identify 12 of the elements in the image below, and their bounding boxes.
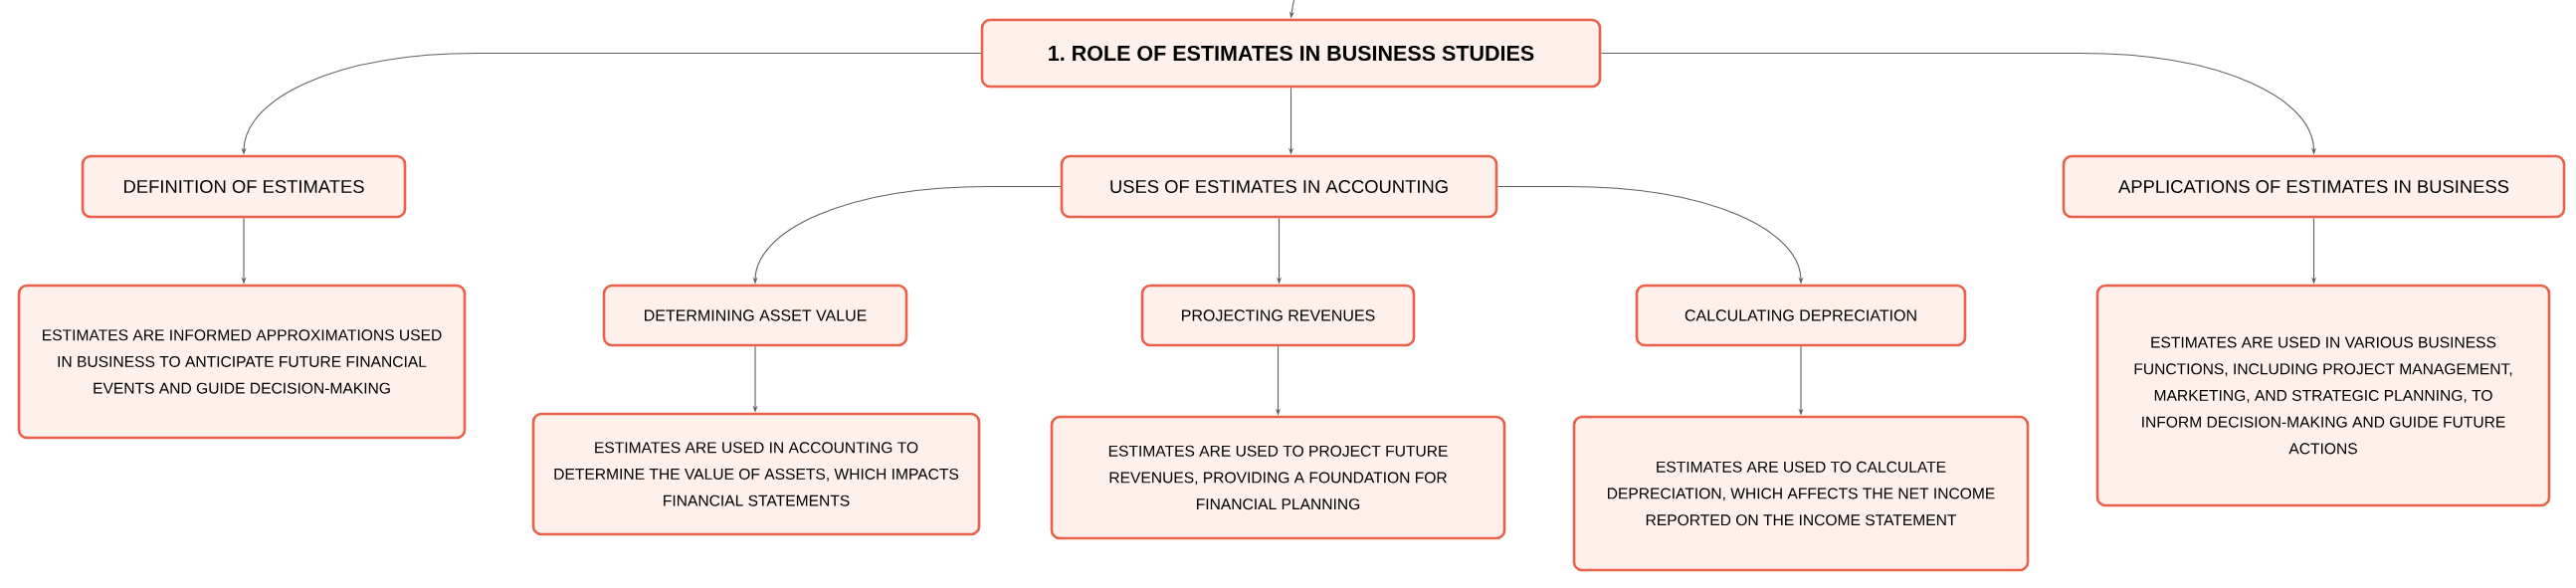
description-box: ESTIMATES ARE INFORMED APPROXIMATIONS USED IN BUSINESS TO ANTICIPATE FUTURE FINANCIAL EVENTS AND GUIDE DECISION-MAKING [17, 284, 467, 440]
description-box: ESTIMATES ARE USED IN VARIOUS BUSINESS FUNCTIONS, INCLUDING PROJECT MANAGEMENT, MARKETING, AND STRATEGIC PLANNING, TO INFORM DECISION-MAKING AND GUIDE FUTURE ACTIONS [2095, 284, 2551, 507]
branch-box: DEFINITION OF ESTIMATES [81, 154, 407, 219]
topic-box: 1. ROLE OF ESTIMATES IN BUSINESS STUDIES [980, 18, 1602, 89]
description-box: ESTIMATES ARE USED IN ACCOUNTING TO DETERMINE THE VALUE OF ASSETS, WHICH IMPACTS FINANCIAL STATEMENTS [531, 412, 981, 536]
description-box: ESTIMATES ARE USED TO CALCULATE DEPRECIATION, WHICH AFFECTS THE NET INCOME REPORTED ON THE INCOME STATEMENT [1572, 415, 2030, 572]
description-box: ESTIMATES ARE USED TO PROJECT FUTURE REVENUES, PROVIDING A FOUNDATION FOR FINANCIAL PLANNING [1050, 415, 1506, 540]
branch-box: USES OF ESTIMATES IN ACCOUNTING [1060, 154, 1498, 219]
subtopic-box: CALCULATING DEPRECIATION [1635, 284, 1967, 347]
subtopic-box: DETERMINING ASSET VALUE [602, 284, 908, 347]
branch-box: APPLICATIONS OF ESTIMATES IN BUSINESS [2062, 154, 2566, 219]
subtopic-box: PROJECTING REVENUES [1140, 284, 1416, 347]
